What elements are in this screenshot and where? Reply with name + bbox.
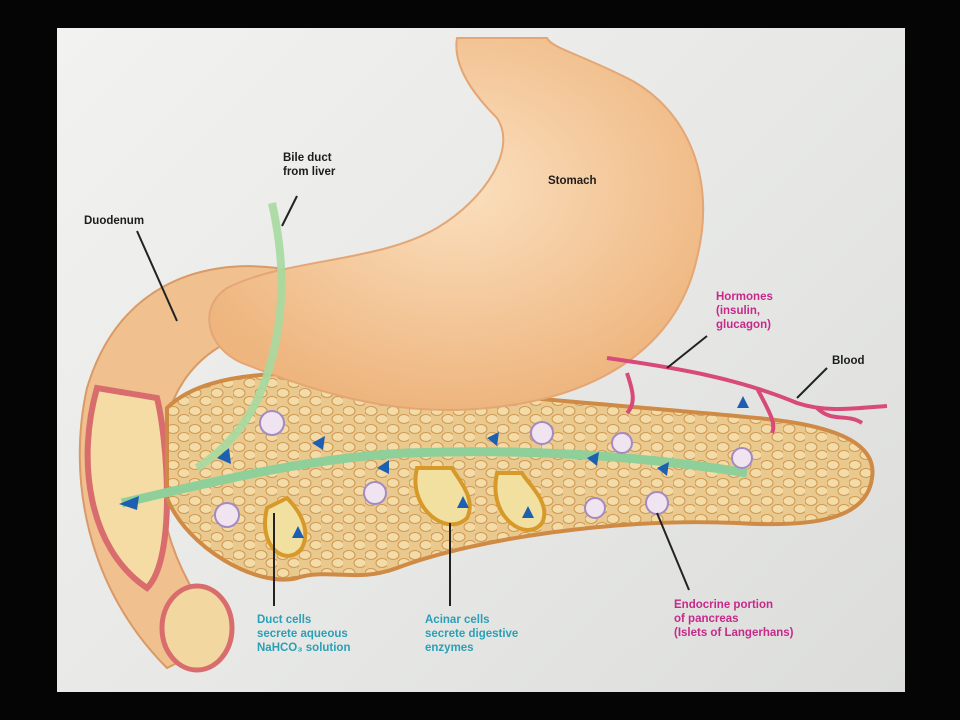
label-stomach: Stomach — [548, 175, 597, 187]
label-blood: Blood — [832, 355, 865, 367]
label-endocrine-portion: Endocrine portion of pancreas (Islets of… — [674, 599, 794, 639]
label-duct-cells: Duct cells secrete aqueous NaHCO₃ soluti… — [257, 614, 351, 654]
acinar-pouches — [263, 466, 547, 558]
label-duodenum: Duodenum — [84, 215, 145, 227]
stomach — [208, 37, 705, 411]
secretion-arrows — [119, 396, 749, 538]
islets-of-langerhans — [214, 410, 753, 528]
leader-lines — [136, 195, 828, 606]
label-hormones: Hormones (insulin, glucagon) — [716, 291, 773, 331]
pancreatic-duct — [120, 447, 748, 508]
bile-duct — [194, 202, 286, 472]
diagram-illustration — [78, 37, 888, 673]
pancreas-diagram: Bile duct from liver Duodenum Stomach Ho… — [57, 28, 905, 692]
duodenum-cut-end — [159, 583, 235, 673]
duodenum-wall — [84, 384, 170, 592]
label-acinar-cells: Acinar cells secrete digestive enzymes — [425, 614, 519, 654]
blood-vessel — [606, 356, 888, 434]
label-bile-duct: Bile duct from liver — [283, 152, 336, 178]
